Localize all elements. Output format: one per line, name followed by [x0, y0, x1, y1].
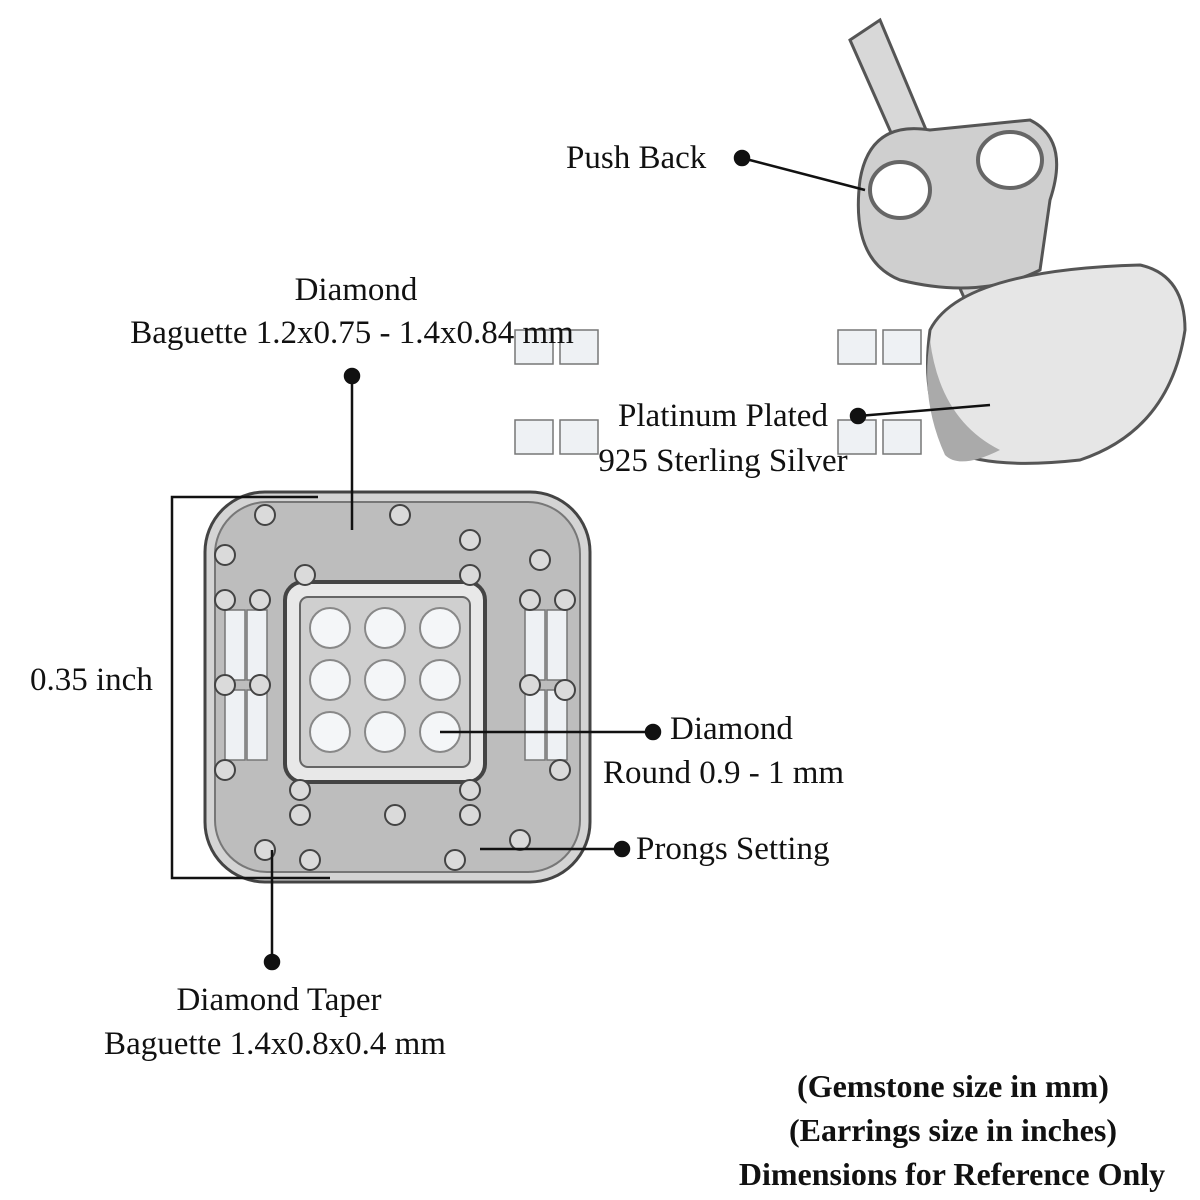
prong	[549, 759, 571, 781]
prong	[249, 674, 271, 696]
round-title: Diamond	[670, 711, 793, 747]
round-diamond	[419, 659, 461, 701]
baguette-diamond	[224, 609, 246, 681]
prong	[214, 589, 236, 611]
earring-side-view	[848, 17, 1187, 465]
baguette-diamond	[837, 329, 877, 365]
round-diamond	[364, 607, 406, 649]
baguette-size: Baguette 1.2x0.75 - 1.4x0.84 mm	[130, 315, 574, 351]
note-earrings: (Earrings size in inches)	[789, 1112, 1117, 1148]
height-dimension: 0.35 inch	[30, 662, 153, 698]
taper-title: Diamond Taper	[176, 982, 382, 1018]
baguette-diamond	[546, 609, 568, 681]
leader-lines	[170, 149, 991, 971]
baguette-diamond	[524, 689, 546, 761]
prong	[214, 674, 236, 696]
baguette-title: Diamond	[294, 272, 418, 308]
prong	[509, 829, 531, 851]
metal-line2: 925 Sterling Silver	[598, 443, 848, 479]
baguette-diamond	[224, 689, 246, 761]
round-diamond	[419, 607, 461, 649]
prong	[459, 529, 481, 551]
baguette-diamond	[246, 689, 268, 761]
round-diamond	[309, 659, 351, 701]
prong	[444, 849, 466, 871]
prong	[289, 779, 311, 801]
prong	[519, 589, 541, 611]
baguette-diamond	[524, 609, 546, 681]
prong	[459, 804, 481, 826]
prong	[214, 544, 236, 566]
prong	[254, 839, 276, 861]
round-diamond	[364, 711, 406, 753]
baguette-diamond	[559, 419, 599, 455]
push-back-label: Push Back	[566, 140, 707, 176]
prong	[299, 849, 321, 871]
baguette-diamond	[246, 609, 268, 681]
prongs-label: Prongs Setting	[636, 831, 830, 867]
note-gemstone: (Gemstone size in mm)	[797, 1068, 1109, 1104]
baguette-diamond	[559, 329, 599, 365]
metal-line1: Platinum Plated	[618, 398, 828, 434]
prong	[214, 759, 236, 781]
round-diamond	[309, 711, 351, 753]
baguette-diamond	[514, 419, 554, 455]
prong	[529, 549, 551, 571]
prong	[459, 564, 481, 586]
baguette-diamond	[882, 419, 922, 455]
prong	[554, 679, 576, 701]
prong	[519, 674, 541, 696]
round-diamond	[309, 607, 351, 649]
round-diamond	[364, 659, 406, 701]
prong	[554, 589, 576, 611]
prong	[459, 779, 481, 801]
prong	[384, 804, 406, 826]
prong	[249, 589, 271, 611]
taper-size: Baguette 1.4x0.8x0.4 mm	[104, 1026, 446, 1062]
earring-front-view	[203, 329, 922, 884]
baguette-diamond	[514, 329, 554, 365]
note-reference: Dimensions for Reference Only	[738, 1156, 1166, 1192]
prong	[389, 504, 411, 526]
prong	[294, 564, 316, 586]
prong	[254, 504, 276, 526]
round-size: Round 0.9 - 1 mm	[603, 755, 845, 791]
baguette-diamond	[882, 329, 922, 365]
baguette-diamond	[837, 419, 877, 455]
prong	[289, 804, 311, 826]
